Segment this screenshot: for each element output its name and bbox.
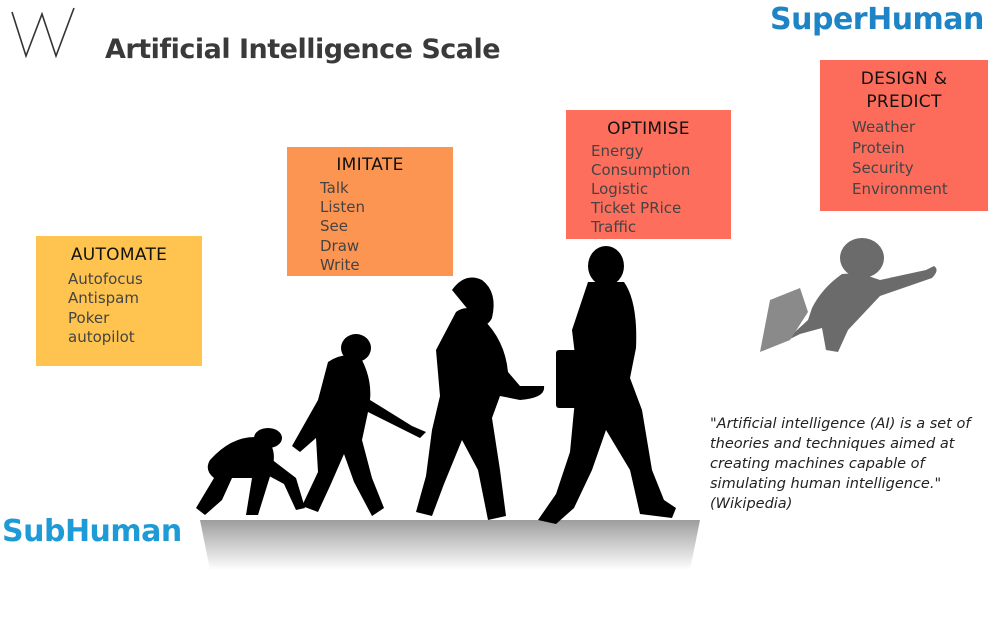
list-item: Consumption: [591, 161, 691, 179]
automate-card: AUTOMATE Autofocus Antispam Poker autopi…: [36, 236, 202, 366]
prehistoric-human-figure: [416, 277, 545, 520]
card-title: OPTIMISE: [607, 119, 690, 139]
modern-human-figure: [538, 246, 676, 524]
card-title: AUTOMATE: [70, 245, 168, 265]
list-item: Ticket PRice: [591, 199, 682, 217]
early-human-figure: [292, 334, 426, 516]
list-item: Energy: [591, 142, 644, 160]
page-title: Artificial Intelligence Scale: [105, 34, 501, 65]
list-item: Antispam: [68, 289, 139, 308]
list-item: Write: [320, 255, 360, 274]
subhuman-label: SubHuman: [2, 514, 182, 549]
list-item: Weather: [852, 118, 916, 136]
list-item: Draw: [320, 236, 360, 255]
list-item: Autofocus: [68, 270, 143, 288]
list-item: Traffic: [591, 218, 637, 236]
list-item: Environment: [852, 179, 948, 198]
optimise-card: OPTIMISE Energy Consumption Logistic Tic…: [566, 110, 731, 239]
card-title-line1: DESIGN &: [860, 69, 948, 89]
w-logo-icon: [11, 7, 75, 59]
superhuman-label: SuperHuman: [770, 2, 984, 37]
card-title: IMITATE: [336, 155, 404, 175]
design-predict-card: DESIGN & PREDICT Weather Protein Securit…: [820, 60, 988, 211]
ai-definition-quote: "Artificial intelligence (AI) is a set o…: [710, 416, 971, 512]
list-item: Listen: [320, 198, 365, 217]
list-item: autopilot: [68, 327, 135, 346]
imitate-card: IMITATE Talk Listen See Draw Write: [287, 147, 453, 276]
list-item: Logistic: [591, 180, 649, 198]
list-item: Security: [852, 159, 914, 177]
ape-figure: [196, 428, 305, 515]
list-item: Poker: [68, 308, 110, 327]
card-title-line2: PREDICT: [866, 92, 942, 112]
superhero-icon: [760, 238, 937, 352]
list-item: Talk: [320, 179, 349, 197]
list-item: See: [320, 217, 348, 236]
list-item: Protein: [852, 138, 905, 157]
